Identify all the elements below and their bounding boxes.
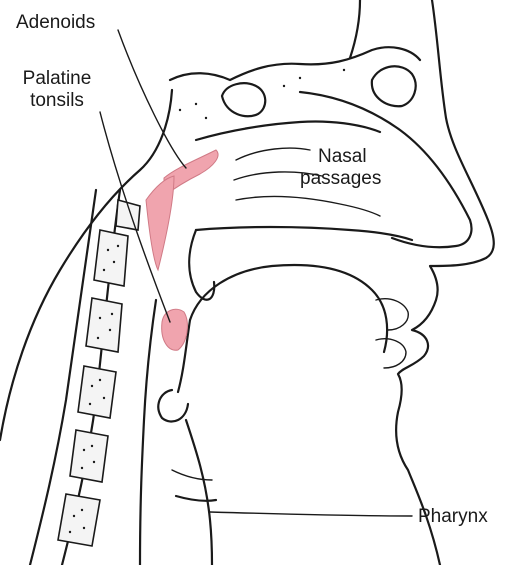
soft-palate: [188, 228, 216, 301]
hard-palate: [194, 225, 414, 242]
label-nasal-line2: passages: [300, 168, 382, 189]
larynx-front: [184, 418, 214, 567]
turbinate-lower: [235, 195, 381, 217]
sinus-cavity-1: [220, 82, 267, 118]
frontal-bone: [348, 0, 362, 60]
nasal-floor: [194, 120, 382, 142]
pharynx-wall-back: [138, 298, 158, 567]
turbinate-middle: [233, 171, 323, 181]
label-palatine-tonsils: Palatine tonsils: [4, 68, 110, 112]
tongue-base: [176, 318, 192, 394]
palatine-tonsil: [161, 308, 188, 351]
nasal-outline: [298, 90, 473, 249]
label-palatine-line2: tonsils: [30, 90, 84, 111]
vocal-fold: [171, 469, 213, 481]
lower-lip: [375, 338, 407, 369]
upper-lip: [375, 298, 409, 331]
trachea: [174, 494, 218, 502]
label-adenoids: Adenoids: [16, 12, 96, 33]
leader-palatine-tonsils: [99, 111, 171, 323]
label-palatine-line1: Palatine: [22, 68, 92, 89]
label-pharynx: Pharynx: [418, 506, 488, 527]
label-nasal-passages: Nasal passages: [300, 146, 381, 190]
spine-posterior-line: [28, 188, 98, 567]
neck-back-outline: [0, 88, 174, 442]
adenoid-tissue: [163, 149, 219, 197]
tongue: [188, 263, 389, 354]
cranial-base: [168, 46, 422, 82]
pharyngeal-tissue-strip: [145, 175, 175, 272]
sinus-cavity-2: [370, 65, 417, 108]
leader-adenoids: [117, 29, 187, 169]
turbinate-upper: [235, 147, 311, 161]
face-profile: [395, 0, 495, 567]
label-nasal-line1: Nasal: [318, 146, 367, 167]
epiglottis: [157, 388, 190, 423]
leader-pharynx: [209, 511, 413, 517]
bone-stipple: [68, 68, 346, 534]
